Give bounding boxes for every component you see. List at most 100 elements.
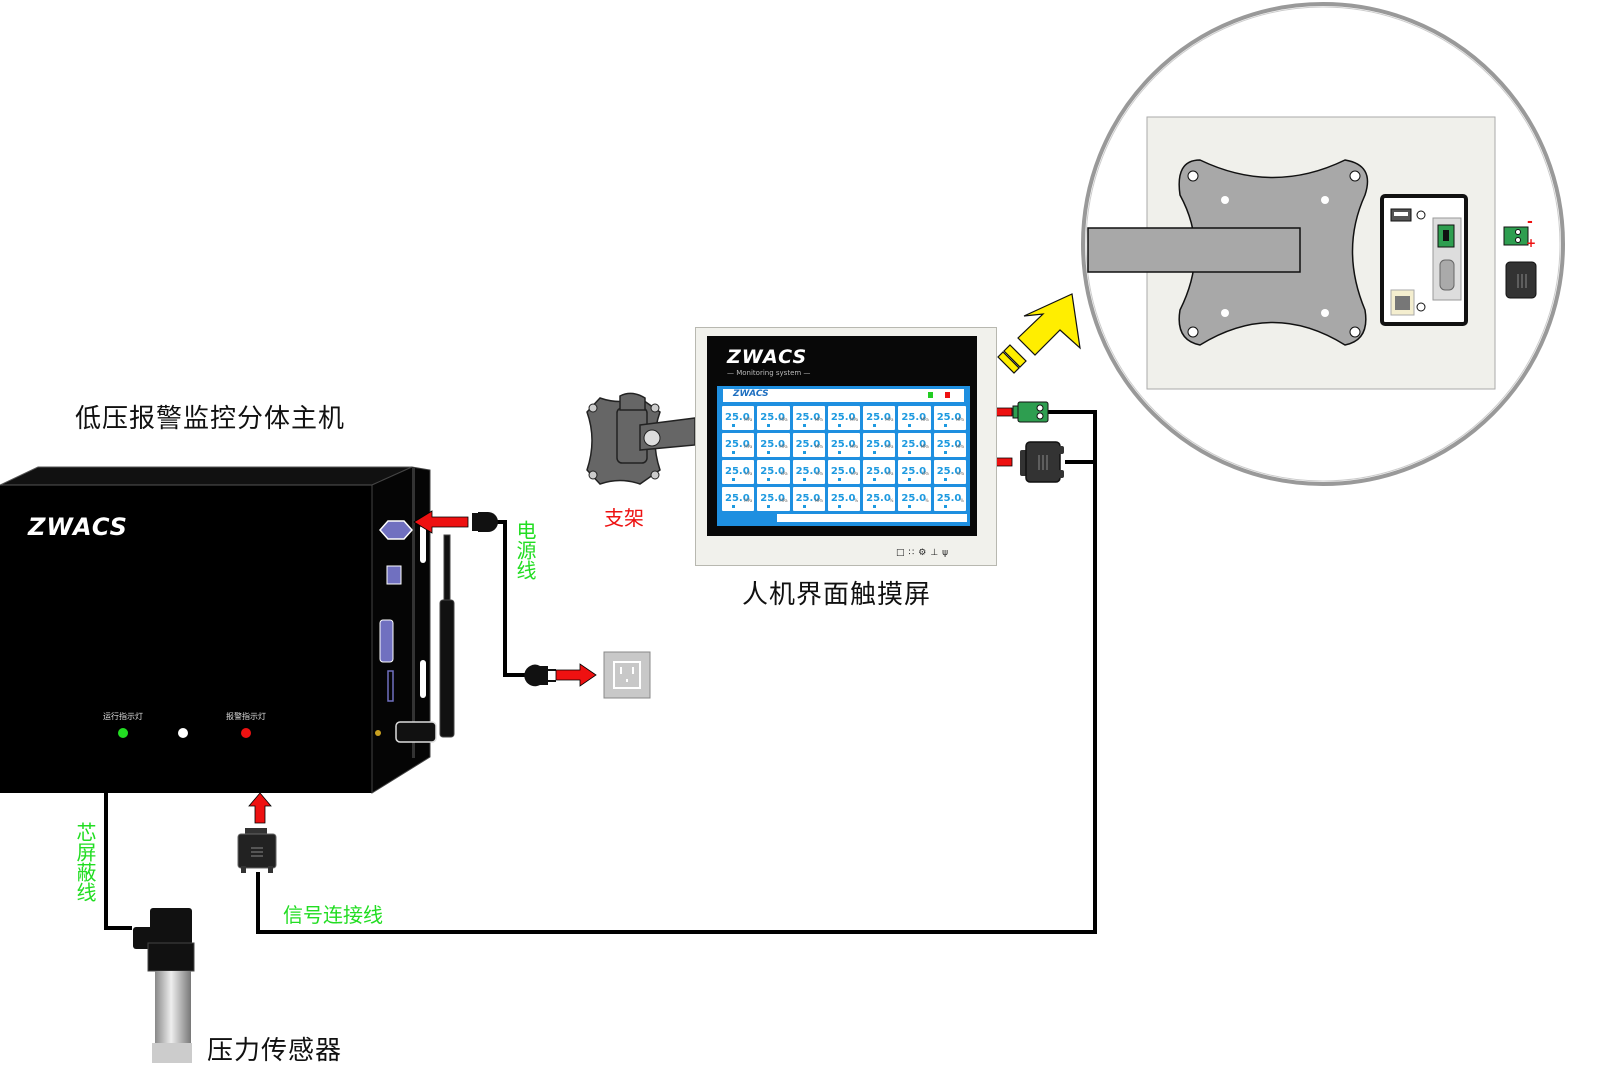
shield-cable xyxy=(104,793,132,930)
tile-value: 25.0 xyxy=(725,466,750,477)
tile-status-icon xyxy=(767,505,771,508)
tile-value: 25.0 xyxy=(936,466,962,477)
antenna xyxy=(443,534,451,601)
tile-unit: MPa xyxy=(850,417,859,422)
sensor-tile[interactable]: 25.0% xyxy=(898,487,931,511)
tile-unit: MPa xyxy=(920,417,929,422)
tile-value: 25.0 xyxy=(795,439,821,450)
sensor-tile[interactable]: 25.0% xyxy=(863,487,896,511)
pressure-sensor-label: 压力传感器 xyxy=(207,1036,343,1066)
tile-unit: % xyxy=(924,498,929,503)
pressure-sensor xyxy=(133,908,195,1063)
tile-value: 25.0 xyxy=(795,412,821,423)
sd-slot xyxy=(387,670,394,702)
sma-connector xyxy=(375,730,381,736)
tile-status-icon xyxy=(943,505,947,508)
tile-unit: MPa xyxy=(955,444,964,449)
sensor-tile[interactable]: 25.0% xyxy=(827,487,861,511)
tile-unit: MPa xyxy=(920,444,929,449)
rj45-port xyxy=(386,565,402,585)
tile-value: 25.0 xyxy=(936,412,962,423)
tile-value: 25.0 xyxy=(901,466,927,477)
sensor-tile[interactable]: 25.0% xyxy=(933,487,966,511)
host-title: 低压报警监控分体主机 xyxy=(75,404,346,434)
power-plug-wall xyxy=(524,664,556,687)
tile-unit: MPa xyxy=(744,444,753,449)
hmi-brand: ZWACS xyxy=(727,346,808,368)
backplate-detail xyxy=(1081,2,1565,486)
polarity-plus: + xyxy=(1526,236,1537,250)
run-light xyxy=(118,728,128,738)
db9-backplate-port xyxy=(1439,259,1455,291)
tile-unit: MPa xyxy=(955,417,964,422)
tile-unit: % xyxy=(889,498,894,503)
tile-value: 25.0 xyxy=(936,439,962,450)
bracket-label: 支架 xyxy=(604,506,644,530)
tile-status-icon xyxy=(837,505,841,508)
tile-value: 25.0 xyxy=(760,412,785,423)
tile-value: 25.0 xyxy=(830,493,856,504)
tile-value: 25.0 xyxy=(901,493,927,504)
tile-unit: MPa xyxy=(779,444,788,449)
usb-icon: ψ xyxy=(942,548,953,558)
tile-unit: MPa xyxy=(814,417,823,422)
signal-cable xyxy=(256,460,1097,934)
tile-value: 25.0 xyxy=(936,493,962,504)
signal-cable-label: 信号连接线 xyxy=(283,903,383,927)
tile-status-icon xyxy=(732,424,735,427)
tile-status-icon xyxy=(732,451,735,454)
tile-value: 25.0 xyxy=(830,439,856,450)
tile-value: 25.0 xyxy=(795,466,821,477)
tile-status-icon xyxy=(873,478,877,481)
tile-status-icon xyxy=(802,478,806,481)
tile-status-icon xyxy=(802,451,806,454)
alarm-light xyxy=(241,728,251,738)
power-light xyxy=(178,728,188,738)
tile-status-icon xyxy=(908,478,912,481)
tile-status-icon xyxy=(767,451,771,454)
tile-unit: MPa xyxy=(744,417,753,422)
monitor-icon: □ xyxy=(896,548,909,558)
tile-value: 25.0 xyxy=(760,493,785,504)
tile-status-icon xyxy=(837,451,841,454)
tile-unit: kPa xyxy=(921,471,929,476)
network-icon: ⊥ xyxy=(930,548,943,558)
tile-unit: MPa xyxy=(850,444,859,449)
tile-unit: kPa xyxy=(886,471,894,476)
tile-status-icon xyxy=(767,424,771,427)
tile-status-icon xyxy=(943,451,947,454)
screen-bottombar xyxy=(777,514,967,522)
tile-unit: MPa xyxy=(814,444,823,449)
tile-value: 25.0 xyxy=(866,412,891,423)
tile-status-icon xyxy=(802,505,806,508)
tile-status-icon xyxy=(908,424,912,427)
